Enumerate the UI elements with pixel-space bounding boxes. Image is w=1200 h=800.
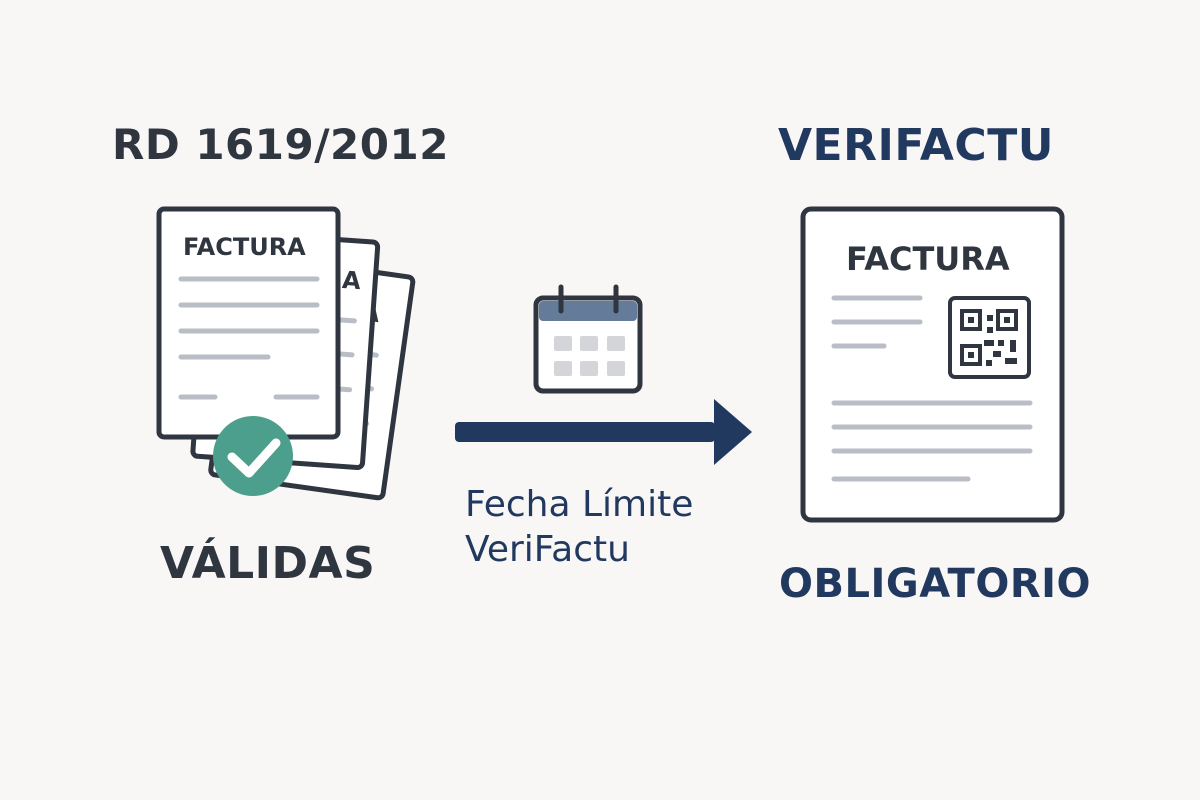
right-heading: VERIFACTU [778, 120, 1054, 171]
left-invoice-title: FACTURA [183, 233, 306, 261]
invoice-back-fragment: A [341, 266, 362, 295]
left-status-label: VÁLIDAS [160, 538, 376, 589]
calendar-icon [533, 284, 643, 394]
stacked-invoices-icon: A A FACTURA [156, 206, 416, 501]
invoice-front-page: FACTURA [156, 206, 341, 440]
verifactu-invoice-icon: FACTURA [800, 206, 1065, 523]
deadline-caption: Fecha Límite VeriFactu [465, 482, 735, 572]
check-icon [213, 416, 293, 496]
left-heading: RD 1619/2012 [112, 120, 449, 169]
right-status-label: OBLIGATORIO [779, 561, 1092, 607]
right-invoice-title: FACTURA [846, 240, 1010, 278]
deadline-caption-line-1: Fecha Límite [465, 484, 694, 525]
deadline-caption-line-2: VeriFactu [465, 529, 630, 570]
qr-code-icon [948, 296, 1031, 379]
transition-arrow-icon [455, 399, 752, 465]
